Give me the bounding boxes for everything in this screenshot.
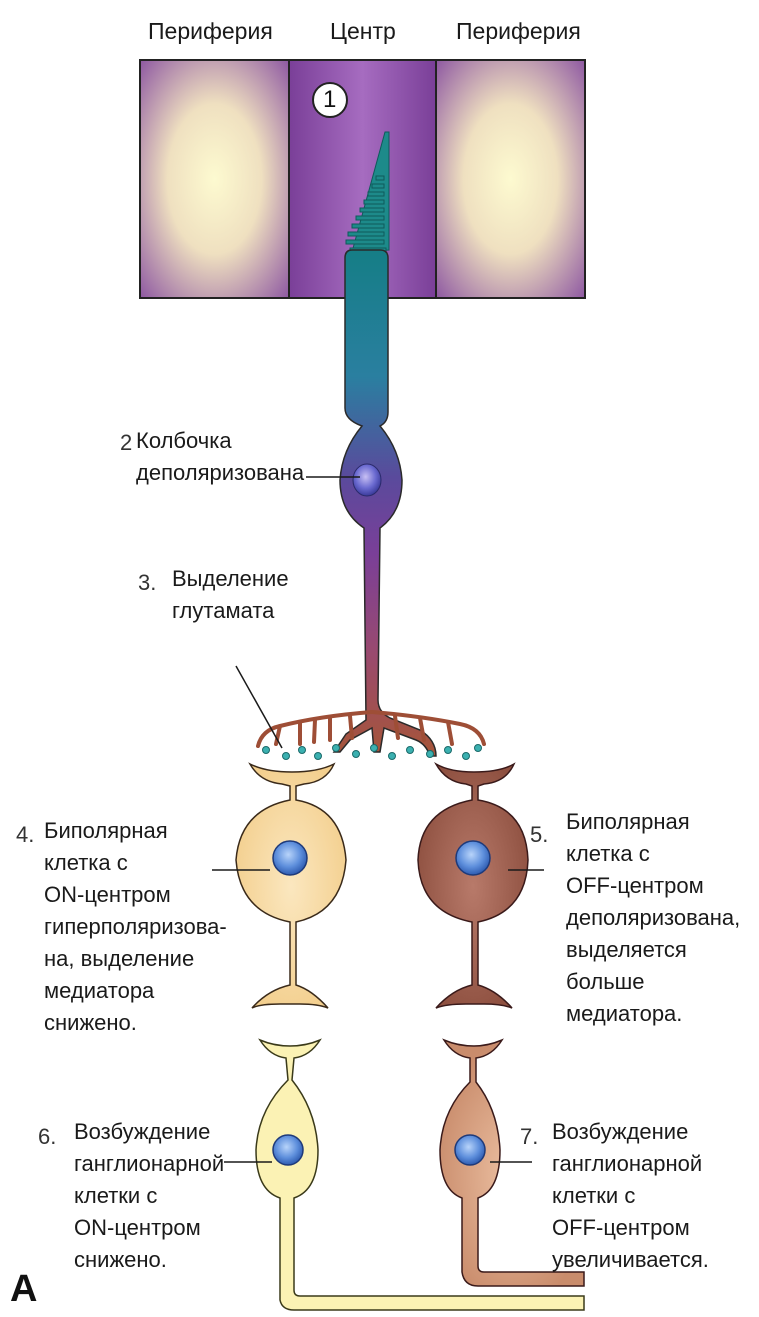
step-5-label: Биполярная клетка с OFF-центром деполяри… (566, 806, 740, 1030)
on-bipolar-nucleus (273, 841, 307, 875)
cone-cell-body (334, 250, 436, 756)
off-bipolar-cell (418, 764, 528, 1008)
header-periphery-left: Периферия (148, 18, 273, 45)
glutamate-vesicles (263, 745, 482, 760)
periphery-left-field (140, 60, 289, 298)
step-3-label: Выделение глутамата (172, 563, 289, 627)
step-3-number: 3. (138, 570, 156, 596)
step-2-label: Колбочка деполяризована (136, 425, 304, 489)
off-bipolar-nucleus (456, 841, 490, 875)
badge-1-label: 1 (323, 86, 336, 114)
cone-nucleus (353, 464, 381, 496)
header-center: Центр (330, 18, 396, 45)
step-6-label: Возбуждение ганглионарной клетки с ON-це… (74, 1116, 224, 1276)
on-ganglion-cell (256, 1040, 584, 1310)
step-7-label: Возбуждение ганглионарной клетки с OFF-ц… (552, 1116, 709, 1276)
panel-letter: А (10, 1268, 37, 1311)
header-periphery-right: Периферия (456, 18, 581, 45)
on-ganglion-nucleus (273, 1135, 303, 1165)
off-ganglion-nucleus (455, 1135, 485, 1165)
on-bipolar-cell (236, 764, 346, 1008)
step-7-number: 7. (520, 1124, 538, 1150)
periphery-right-field (436, 60, 585, 298)
step-4-number: 4. (16, 822, 34, 848)
step-2-number: 2 (120, 430, 132, 456)
step-4-label: Биполярная клетка с ON-центром гиперполя… (44, 815, 227, 1039)
step-6-number: 6. (38, 1124, 56, 1150)
step-5-number: 5. (530, 822, 548, 848)
